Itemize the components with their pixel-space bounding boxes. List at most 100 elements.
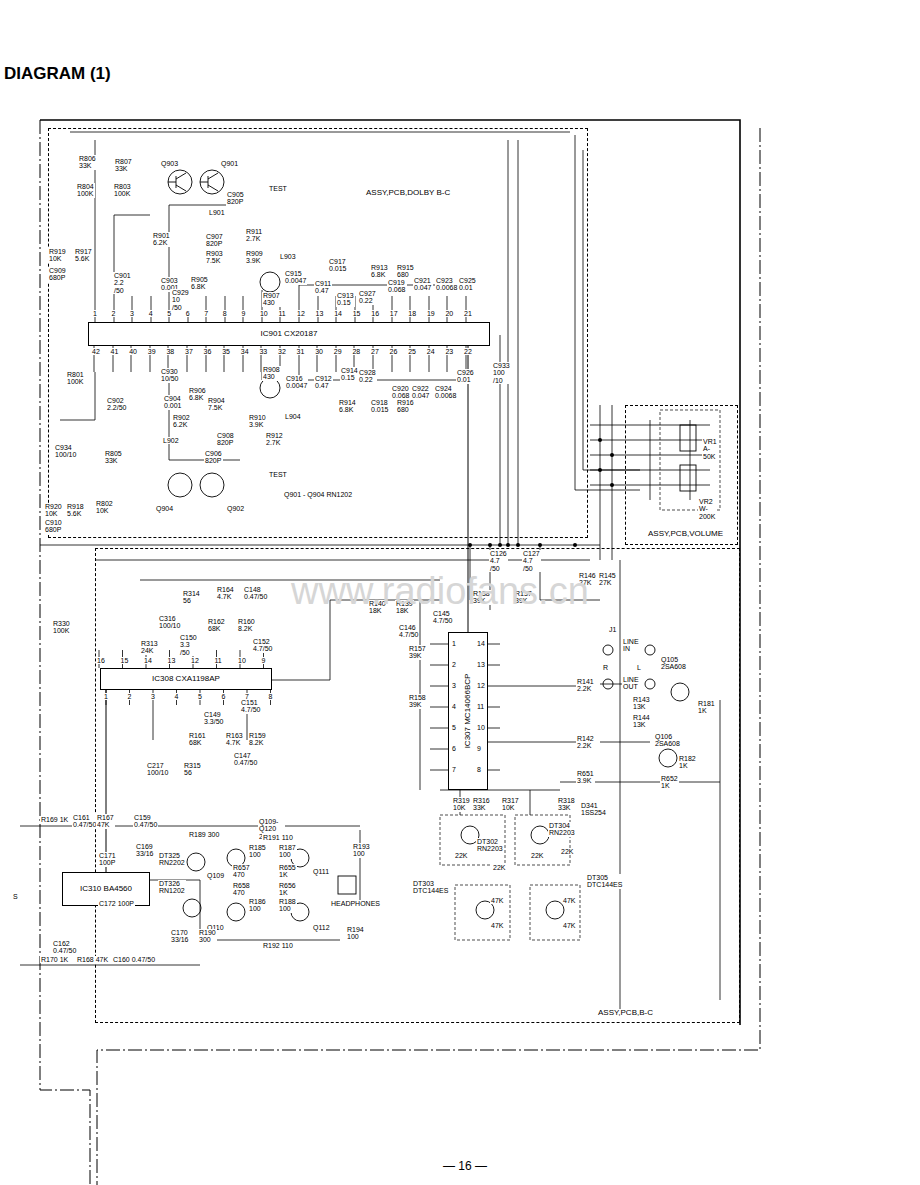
pin-number: 10: [259, 310, 269, 317]
component-label: R161 68K: [188, 732, 207, 747]
pin-number: 19: [426, 310, 436, 317]
component-label: R905 6.8K: [190, 276, 209, 291]
component-label: R185 100: [248, 844, 267, 859]
pin-number: 2: [451, 661, 457, 668]
component-label: R317 10K: [501, 797, 520, 812]
component-label: R807 33K: [114, 158, 133, 173]
component-label: R193 100: [352, 843, 371, 858]
pin-number: 4: [148, 310, 154, 317]
component-label: C908 820P: [216, 432, 235, 447]
pin-number: 11: [278, 310, 287, 317]
component-label: R188 100: [278, 898, 297, 913]
pin-number: 7: [203, 310, 209, 317]
component-label: R191 110: [262, 834, 294, 841]
component-label: Q902: [226, 505, 245, 512]
component-label: C902 2.2/50: [106, 397, 127, 412]
component-label: C915 0.0047: [284, 270, 307, 285]
component-label: R168 47K: [76, 956, 109, 963]
pin-number: 9: [476, 745, 482, 752]
component-label: DT305 DTC144ES: [586, 874, 623, 889]
transistor-symbol: [168, 170, 192, 194]
pin-number: 38: [165, 348, 175, 355]
component-label: C906 820P: [204, 450, 223, 465]
component-label: R316 33K: [472, 797, 491, 812]
component-label: Q109: [206, 872, 225, 879]
component-label: R916 680: [396, 399, 415, 414]
pin-number: 28: [351, 348, 361, 355]
component-label: C909 680P: [48, 267, 67, 282]
pin-number: 42: [91, 348, 101, 355]
component-label: R904 7.5K: [207, 397, 226, 412]
pin-number: 13: [167, 657, 177, 664]
component-label: 22K: [530, 852, 544, 859]
pin-number: 8: [476, 766, 482, 773]
component-label: TEST: [268, 471, 288, 478]
component-label: R651 3.9K: [576, 770, 595, 785]
component-label: D341 1SS254: [580, 802, 607, 817]
diagram-title: DIAGRAM (1): [4, 64, 111, 84]
pin-number: 6: [221, 693, 227, 700]
pin-number: 3: [150, 693, 156, 700]
pin-number: 8: [268, 693, 274, 700]
component-label: L: [636, 664, 642, 671]
pin-number: 36: [203, 348, 213, 355]
component-label: C917 0.015: [328, 258, 348, 273]
jack-symbol: [645, 679, 655, 689]
junction-dot: [488, 543, 492, 547]
transistor-group-outline: [660, 410, 720, 510]
potentiometer-symbol: [680, 425, 696, 451]
assembly-name: ASSY,PCB,VOLUME: [646, 530, 725, 539]
component-label: DT326 RN1202: [158, 880, 186, 895]
pin-number: 21: [463, 310, 473, 317]
pin-number: 2: [111, 310, 117, 317]
junction-dot: [516, 543, 520, 547]
component-label: VR1 A-50K: [702, 438, 718, 460]
component-label: C905 820P: [226, 191, 245, 206]
junction-dot: [598, 438, 602, 442]
transistor-symbol: [187, 853, 205, 871]
component-label: Q903: [160, 160, 179, 167]
component-label: C127 4.7 /50: [522, 550, 541, 572]
ic-name: IC901 CX20187: [259, 330, 320, 339]
component-label: C925 0.01: [458, 277, 477, 292]
transistor-symbol: [200, 173, 218, 191]
component-label: C162 0.47/50: [52, 940, 77, 955]
component-label: C928 0.22: [358, 369, 377, 384]
junction-dot: [610, 453, 614, 457]
component-label: Q105 2SA608: [660, 656, 687, 671]
component-label: 47K: [562, 922, 576, 929]
component-label: S: [12, 893, 19, 900]
pin-number: 22: [463, 348, 473, 355]
ic-name: IC307 MC14066BCP: [464, 672, 473, 751]
component-label: R192 110: [262, 942, 294, 949]
pin-number: 16: [370, 310, 380, 317]
component-label: C151 4.7/50: [240, 699, 261, 714]
pin-number: 14: [476, 640, 486, 647]
jack-symbol: [338, 876, 356, 894]
transistor-symbol: [200, 473, 224, 497]
component-label: LINE OUT: [622, 676, 640, 691]
component-label: R912 2.7K: [265, 432, 284, 447]
component-label: L903: [279, 253, 297, 260]
component-label: L904: [284, 413, 302, 420]
pin-number: 1: [451, 640, 457, 647]
component-label: C147 0.47/50: [233, 752, 258, 767]
component-label: R908 430: [262, 366, 281, 381]
component-label: R170 1K: [40, 956, 69, 963]
page-number: — 16 —: [442, 1160, 488, 1173]
transistor-symbol: [260, 378, 280, 398]
pin-number: 2: [127, 693, 133, 700]
junction-dot: [468, 543, 472, 547]
component-label: C171 100P: [98, 852, 117, 867]
component-label: C916 0.0047: [285, 375, 308, 390]
pin-number: 25: [407, 348, 417, 355]
component-label: C911 0.47: [314, 280, 332, 295]
junction-dot: [573, 543, 577, 547]
pin-number: 10: [237, 657, 247, 664]
pin-number: 24: [426, 348, 436, 355]
component-label: R158 39K: [408, 694, 427, 709]
component-label: C149 3.3/50: [203, 711, 224, 726]
junction-dot: [468, 438, 614, 547]
pin-number: 6: [185, 310, 191, 317]
